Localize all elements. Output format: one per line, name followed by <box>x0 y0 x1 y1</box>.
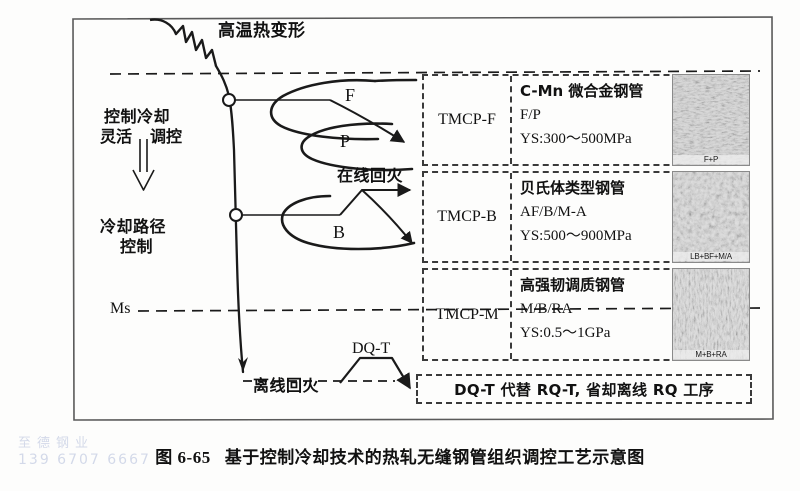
flexible-regulation-arrow <box>132 139 155 191</box>
label-bainite: B <box>333 222 346 242</box>
tmcp-code: TMCP-F <box>424 76 512 164</box>
label-online-tempering: 在线回火 <box>337 166 404 185</box>
tmcp-phases: F/P <box>520 106 541 123</box>
figure-caption: 图 6-65 基于控制冷却技术的热轧无缝钢管组织调控工艺示意图 <box>0 443 800 468</box>
tmcp-row: TMCP-B 贝氏体类型钢管 AF/B/M-A YS:500～900MPa LB… <box>422 171 750 263</box>
micrograph-thumbnail: M+B+RA <box>672 268 750 361</box>
pearlite-c-curve <box>300 122 414 172</box>
tmcp-strength: YS:500～900MPa <box>520 227 632 244</box>
label-regulation: 调控 <box>150 127 183 146</box>
micrograph-caption: LB+BF+M/A <box>673 252 749 261</box>
dqt-note-box: DQ-T 代替 RQ-T, 省却离线 RQ 工序 <box>416 374 752 404</box>
bainite-c-curve <box>280 194 416 251</box>
figure-number: 图 6-65 <box>155 448 211 467</box>
label-pearlite: P <box>340 131 351 151</box>
bainite-exit-arrow <box>361 189 413 244</box>
cooling-curve <box>214 64 245 374</box>
tmcp-code: TMCP-B <box>424 173 512 261</box>
tmcp-description: 高强韧调质钢管 M/B/RA YS:0.5～1GPa <box>512 270 672 359</box>
tmcp-phases: M/B/RA <box>520 300 573 317</box>
label-cooling-path-line2: 控制 <box>120 237 154 256</box>
tmcp-row: TMCP-M 高强韧调质钢管 M/B/RA YS:0.5～1GPa M+B+RA <box>422 268 750 361</box>
branch-node-upper <box>222 93 236 107</box>
micrograph-caption: M+B+RA <box>673 350 749 359</box>
ar3-dashed-line <box>109 70 761 75</box>
ferrite-curve-tail <box>373 78 418 83</box>
ms-dashed-line <box>137 307 761 312</box>
label-flexible: 灵活 <box>100 127 133 146</box>
tmcp-phases: AF/B/M-A <box>520 203 587 220</box>
tmcp-strength: YS:300～500MPa <box>520 130 632 147</box>
tmcp-description: 贝氏体类型钢管 AF/B/M-A YS:500～900MPa <box>512 173 672 261</box>
micrograph-caption: F+P <box>673 155 749 164</box>
label-ms-temperature: Ms <box>110 300 131 317</box>
tmcp-description: C-Mn 微合金钢管 F/P YS:300～500MPa <box>512 76 672 164</box>
deformation-zigzag-icon <box>149 18 218 67</box>
process-diagram-canvas <box>72 16 774 421</box>
dqt-note-text: DQ-T 代替 RQ-T, 省却离线 RQ 工序 <box>454 380 714 399</box>
label-hot-deformation: 高温热变形 <box>218 21 306 41</box>
tmcp-strength: YS:0.5～1GPa <box>520 324 611 341</box>
accelerated-cooling-arrow <box>329 99 406 143</box>
label-offline-tempering: 离线回火 <box>253 376 320 395</box>
tmcp-product: 高强韧调质钢管 <box>520 276 626 294</box>
tmcp-product: C-Mn 微合金钢管 <box>520 82 644 100</box>
micrograph-image-m-b-ra <box>673 269 749 359</box>
outer-frame <box>72 16 774 421</box>
tmcp-product: 贝氏体类型钢管 <box>520 179 626 197</box>
ferrite-c-curve <box>269 78 380 141</box>
micrograph-image-lb-bf-ma <box>673 172 749 262</box>
micrograph-thumbnail: LB+BF+M/A <box>672 171 750 263</box>
label-dq-t: DQ-T <box>352 340 391 357</box>
label-cooling-path-line1: 冷却路径 <box>100 217 167 236</box>
label-controlled-cooling: 控制冷却 <box>104 107 171 126</box>
dqt-trapezoid-path <box>339 356 411 390</box>
figure-caption-text: 基于控制冷却技术的热轧无缝钢管组织调控工艺示意图 <box>224 448 645 468</box>
tmcp-row: TMCP-F C-Mn 微合金钢管 F/P YS:300～500MPa F+P <box>422 74 750 166</box>
tmcp-code: TMCP-M <box>424 270 512 359</box>
micrograph-thumbnail: F+P <box>672 74 750 166</box>
cooling-curve-arrowhead <box>238 357 248 372</box>
branch-node-lower <box>229 208 243 222</box>
micrograph-image-f-p <box>673 75 749 165</box>
label-ferrite: F <box>345 85 356 105</box>
